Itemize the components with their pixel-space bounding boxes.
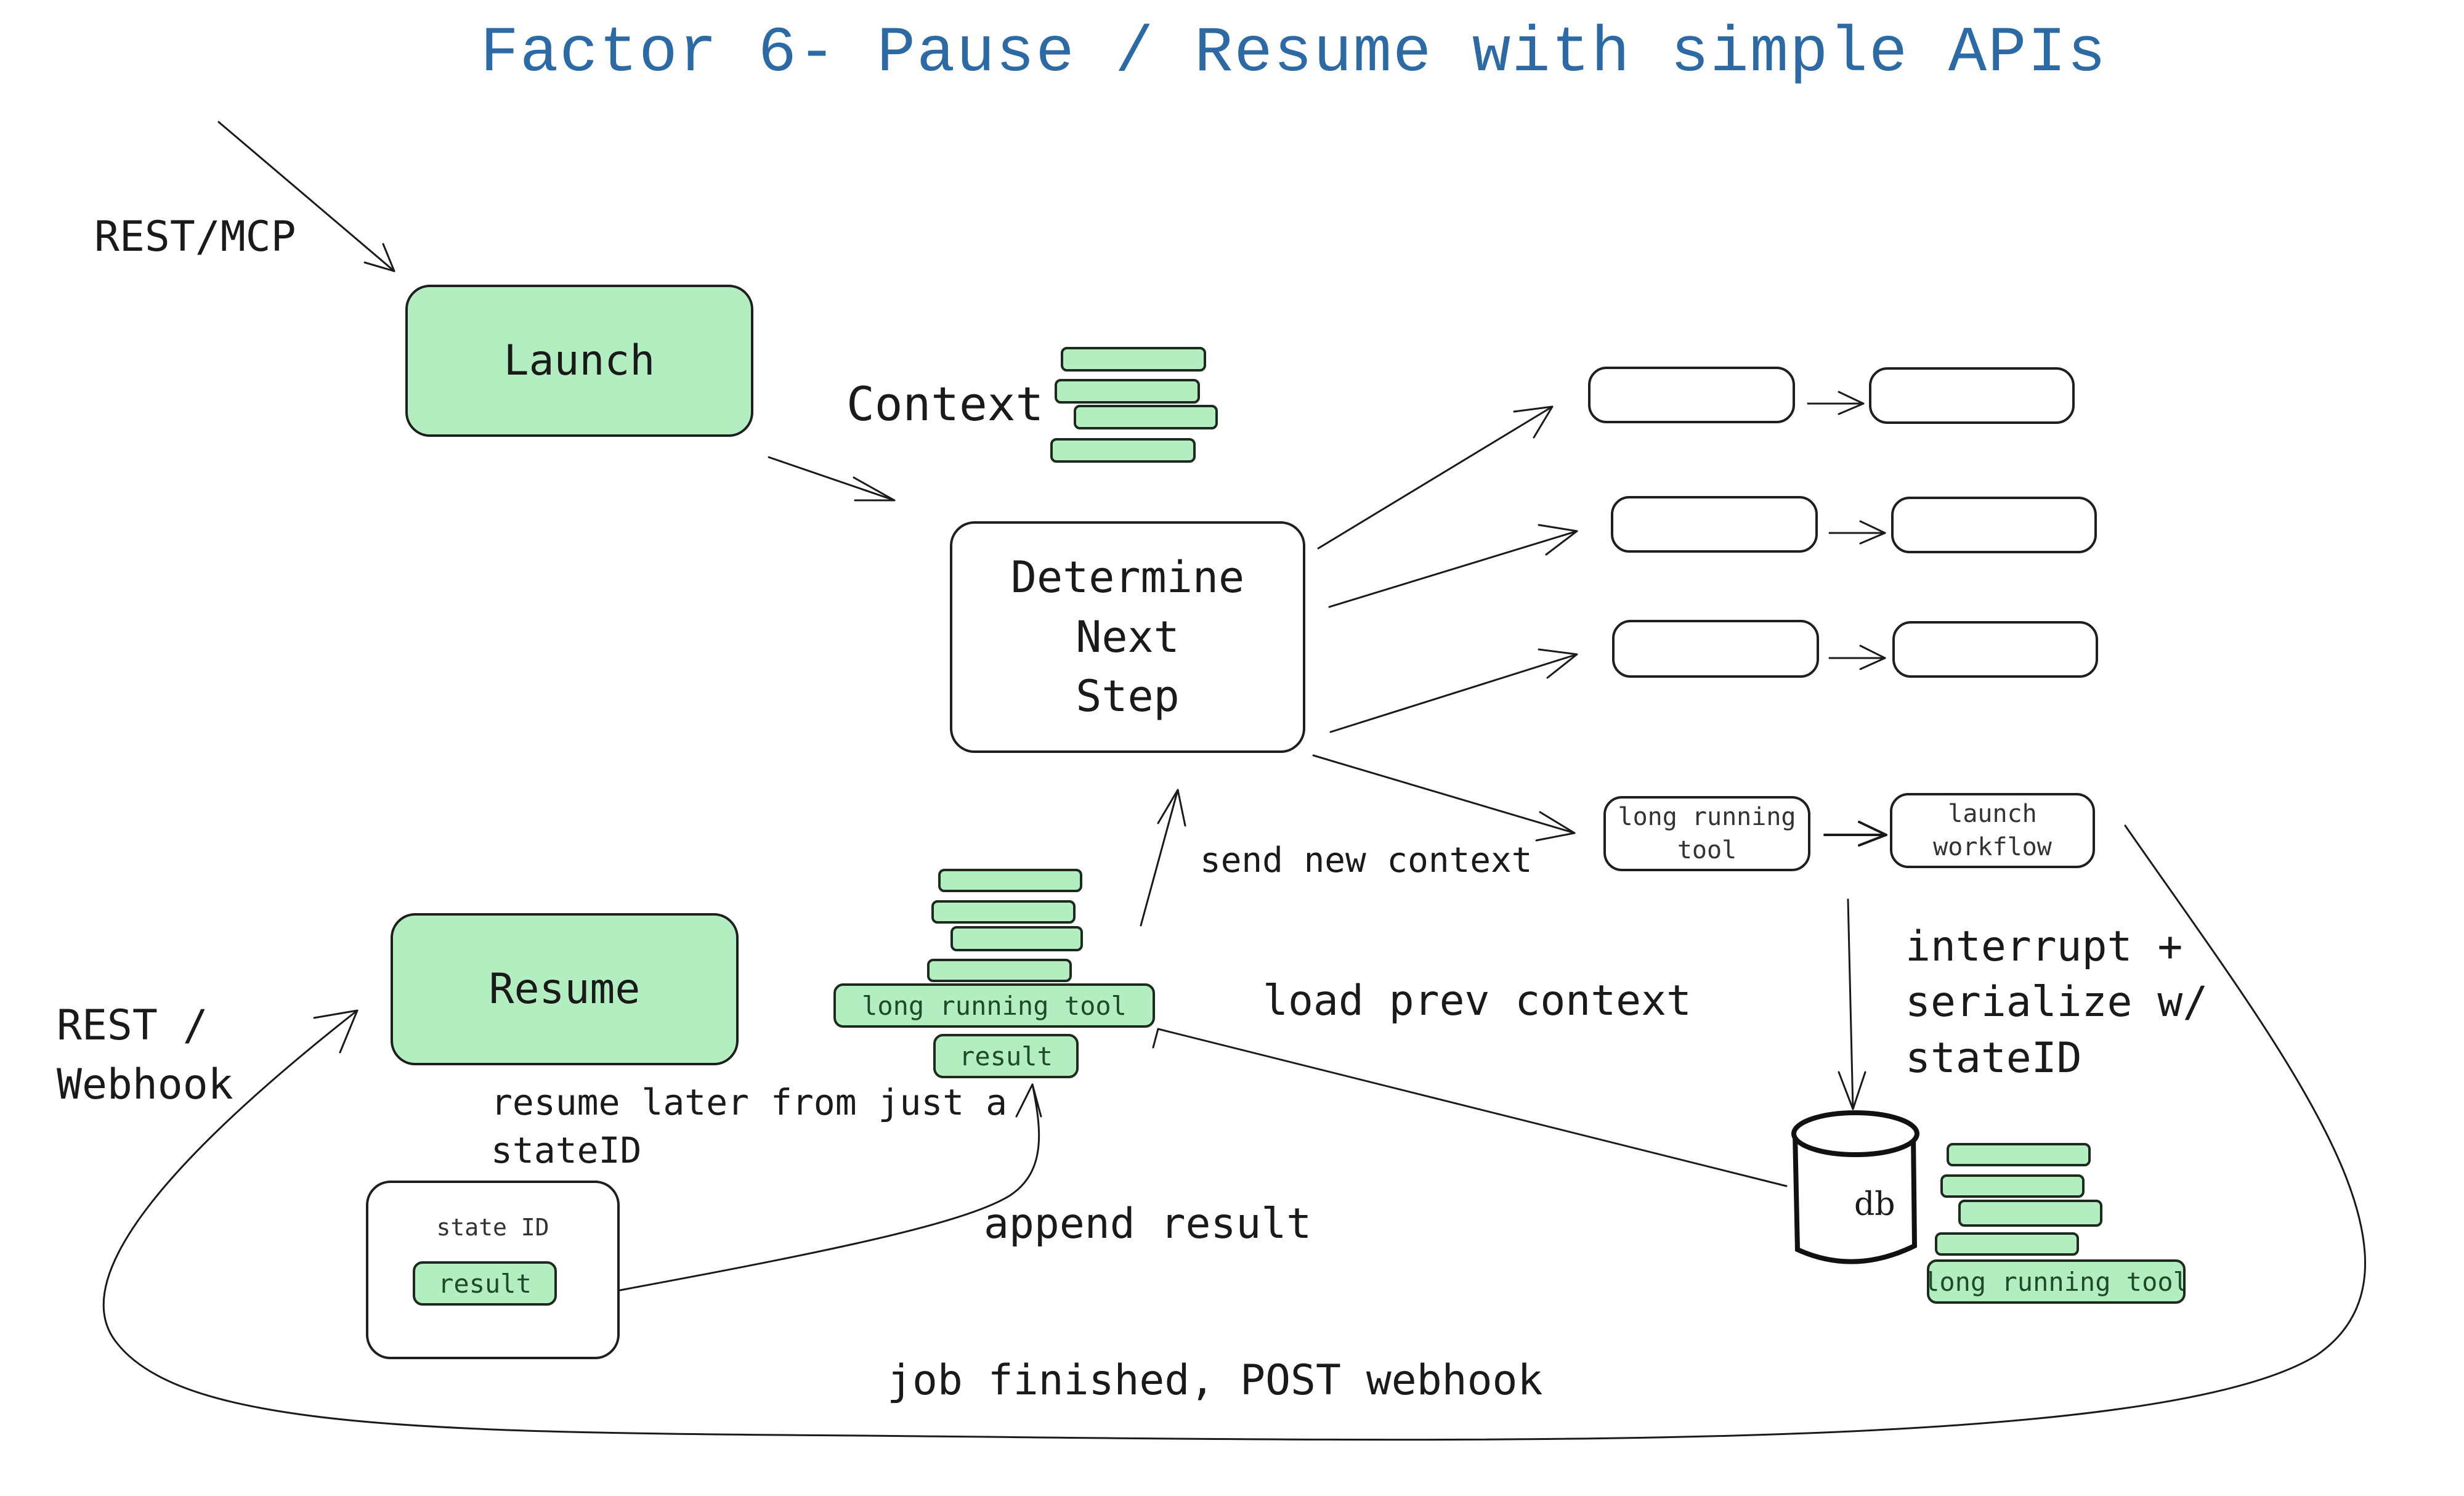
db-stack-chip — [1947, 1143, 2091, 1166]
label-resume-later-line1: resume later from just a — [491, 1081, 1008, 1123]
label-job-finished: job finished, POST webhook — [887, 1356, 1543, 1405]
arrow-determine-to-long-running-tool — [1312, 754, 1576, 842]
context-chip — [1074, 405, 1218, 429]
determine-label-line2: Next — [1076, 611, 1180, 662]
branch-1-step-b[interactable] — [1869, 367, 2075, 424]
label-resume-later-line2: stateID — [491, 1129, 642, 1172]
long-running-tool-label-line2: tool — [1677, 836, 1737, 864]
diagram-title: Factor 6- Pause / Resume with simple API… — [480, 17, 2107, 90]
determine-next-step-node[interactable]: Determine Next Step — [950, 521, 1305, 753]
label-interrupt-line3: stateID — [1905, 1033, 2082, 1083]
arrow-interrupt-to-db — [1838, 898, 1866, 1110]
db-stack-chip — [1935, 1232, 2079, 1256]
context-chip — [1061, 347, 1206, 372]
label-rest-webhook-line2: Webhook — [57, 1060, 233, 1109]
label-interrupt-serialize: interrupt + serialize w/ stateID — [1905, 919, 2208, 1086]
arrow-branch-row-1 — [1807, 391, 1865, 415]
label-load-prev-context: load prev context — [1263, 977, 1692, 1025]
launch-workflow-label-line2: workflow — [1933, 833, 2052, 861]
context-label: Context — [846, 376, 1044, 431]
state-id-result-chip: result — [413, 1261, 557, 1306]
db-cylinder[interactable]: db — [1786, 1109, 1928, 1269]
arrow-resume-stack-to-determine — [1140, 789, 1186, 927]
label-rest-mcp: REST/MCP — [94, 213, 296, 261]
label-rest-webhook-line1: REST / — [57, 1001, 208, 1050]
arrow-tool-to-workflow — [1823, 821, 1887, 847]
label-interrupt-line1: interrupt + — [1905, 922, 2183, 971]
label-append-result: append result — [984, 1200, 1312, 1248]
db-stack-chip — [1940, 1174, 2085, 1198]
arrow-determine-to-branch-3 — [1329, 648, 1578, 733]
determine-label-line1: Determine — [1010, 552, 1245, 603]
arrow-determine-to-branch-1 — [1317, 405, 1554, 550]
line-db-to-resume-stack — [1152, 1028, 1788, 1187]
resume-stack-result-chip: result — [933, 1034, 1079, 1078]
context-chip — [1050, 438, 1196, 463]
resume-stack-chip — [931, 900, 1076, 924]
arrow-launch-to-determine — [768, 456, 896, 502]
branch-2-step-a[interactable] — [1611, 496, 1818, 553]
resume-stack-chip — [950, 926, 1083, 951]
branch-3-step-b[interactable] — [1892, 621, 2098, 678]
resume-stack-chip — [927, 959, 1072, 982]
branch-2-step-b[interactable] — [1891, 497, 2097, 553]
arrow-determine-to-branch-2 — [1328, 524, 1578, 608]
database-icon — [1791, 1110, 1919, 1264]
long-running-tool-node[interactable]: long running tool — [1603, 796, 1810, 871]
launch-workflow-node[interactable]: launch workflow — [1890, 793, 2095, 868]
label-send-new-context: send new context — [1200, 840, 1533, 880]
arrow-branch-row-2 — [1828, 520, 1886, 545]
resume-stack-chip — [938, 869, 1082, 892]
resume-stack-tool-chip: long running tool — [833, 983, 1155, 1028]
label-resume-later: resume later from just a stateID — [491, 1078, 1007, 1175]
db-label: db — [1854, 1186, 1895, 1223]
arrow-branch-row-3 — [1828, 644, 1886, 670]
branch-1-step-a[interactable] — [1588, 367, 1795, 423]
context-chip — [1055, 379, 1200, 404]
db-stack-chip — [1958, 1200, 2102, 1227]
determine-label-line3: Step — [1076, 671, 1180, 722]
launch-node[interactable]: Launch — [405, 285, 753, 437]
launch-workflow-label-line1: launch — [1948, 800, 2037, 828]
launch-node-label: Launch — [503, 336, 655, 385]
long-running-tool-label-line1: long running — [1618, 803, 1796, 831]
branch-3-step-a[interactable] — [1612, 620, 1819, 678]
resume-node-label: Resume — [488, 964, 641, 1014]
state-id-label: state ID — [436, 1214, 549, 1241]
db-stack-tool-chip: long running tool — [1927, 1259, 2186, 1304]
label-interrupt-line2: serialize w/ — [1905, 978, 2208, 1027]
resume-node[interactable]: Resume — [391, 913, 739, 1065]
